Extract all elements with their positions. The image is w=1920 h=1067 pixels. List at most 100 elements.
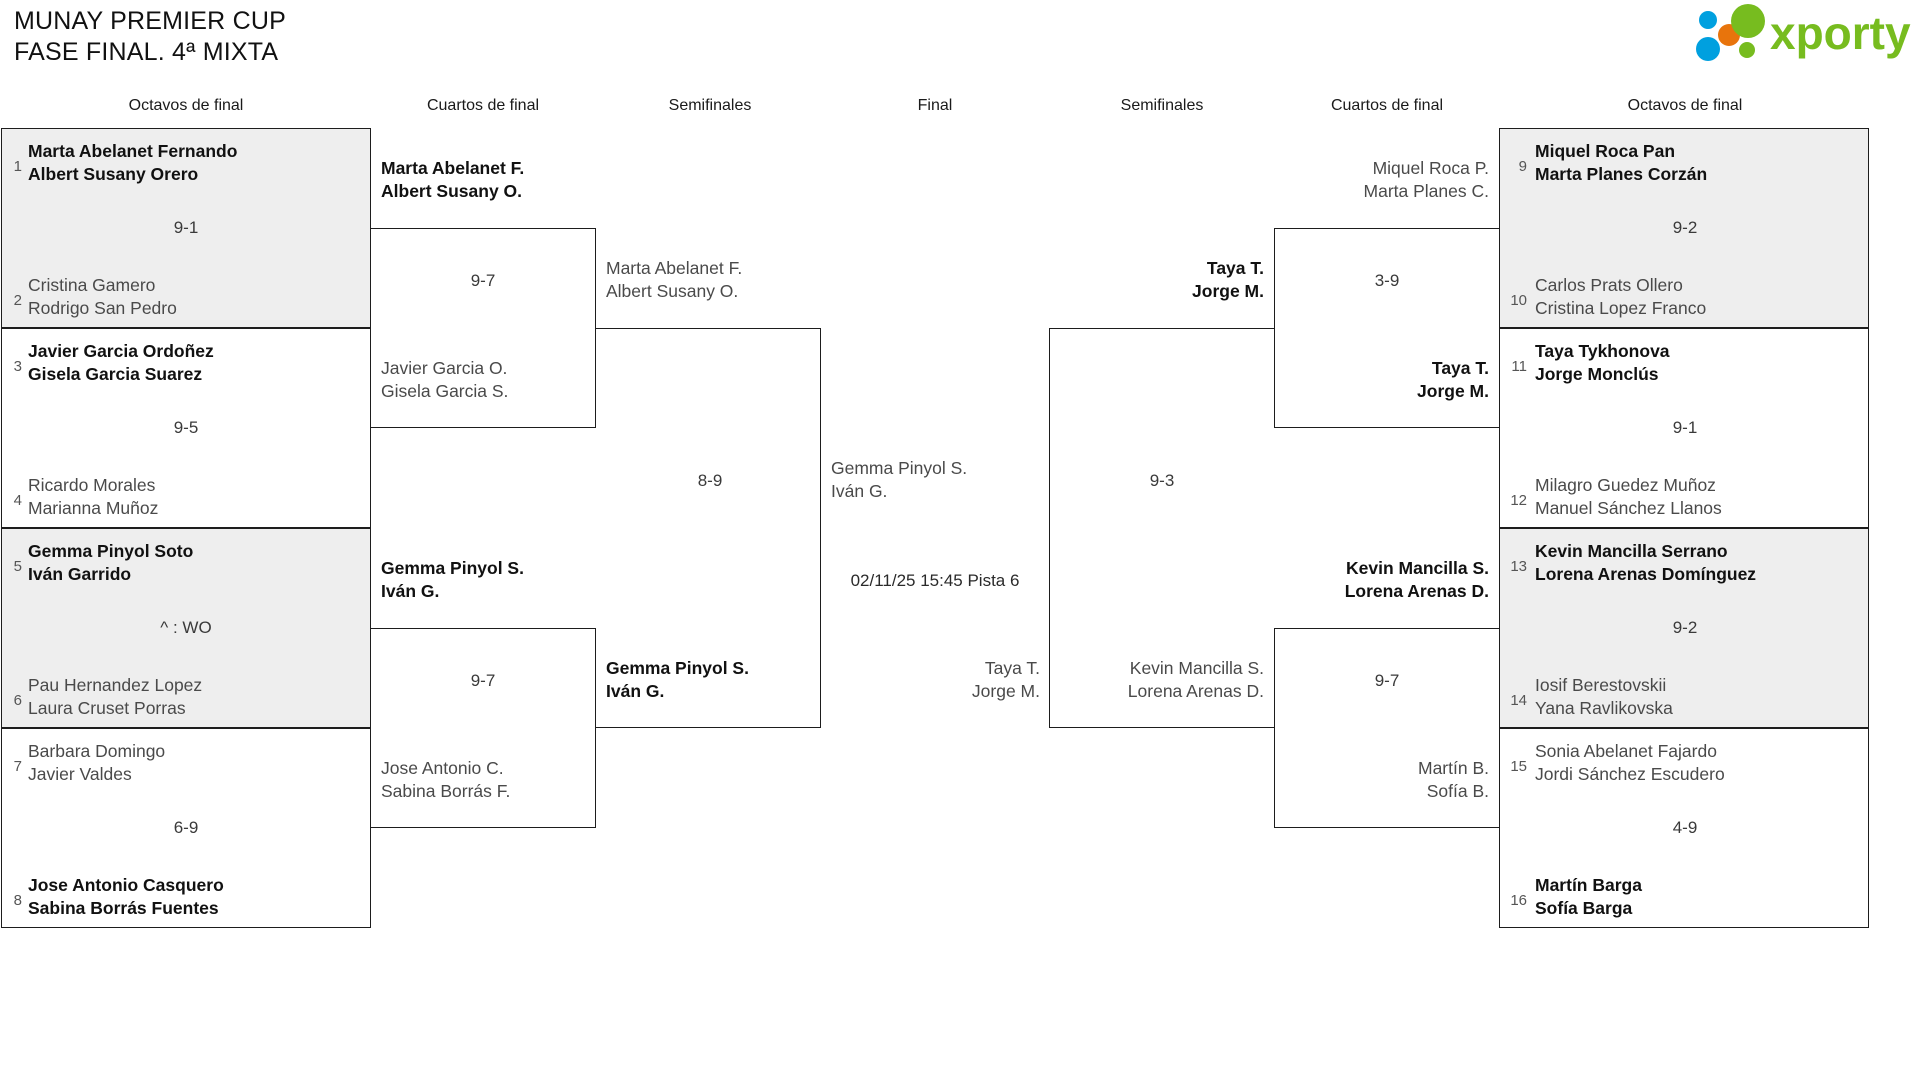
score-r-q1: 3-9: [1374, 271, 1400, 290]
team-player1: Gemma Pinyol S.: [381, 558, 524, 578]
xporty-logo: xporty: [1692, 4, 1912, 64]
xporty-logo-icon: xporty: [1696, 4, 1911, 61]
team-player2: Jorge Monclús: [1535, 364, 1659, 384]
round-header-cuartos-right: Cuartos de final: [1330, 97, 1444, 114]
match-box-l-o3[interactable]: [1, 528, 371, 728]
team-player1: Taya Tykhonova: [1535, 341, 1670, 361]
match-box-r-q1[interactable]: [1274, 228, 1499, 428]
match-box-r-o2[interactable]: [1499, 328, 1869, 528]
team-r-o2b: Milagro Guedez Muñoz Manuel Sánchez Llan…: [1535, 474, 1722, 520]
team-player1: Kevin Mancilla S.: [1129, 658, 1264, 678]
team-final-bottom: Taya T. Jorge M.: [840, 657, 1040, 703]
score-l-o2: 9-5: [173, 418, 199, 437]
team-player2: Gisela Garcia Suarez: [28, 364, 203, 384]
tournament-phase: FASE FINAL. 4ª MIXTA: [14, 38, 279, 66]
team-r-o1a: Miquel Roca Pan Marta Planes Corzán: [1535, 140, 1707, 186]
seed-number: 15: [1510, 758, 1527, 775]
team-player1: Martín B.: [1418, 758, 1489, 778]
team-player2: Albert Susany O.: [606, 281, 739, 301]
team-player2: Lorena Arenas Domínguez: [1535, 564, 1757, 584]
team-r-q1a: Miquel Roca P. Marta Planes C.: [1289, 157, 1489, 203]
seed-number: 10: [1510, 292, 1527, 309]
score-r-s1: 9-3: [1149, 471, 1175, 490]
logo-dot-blue-bottom: [1696, 37, 1720, 61]
team-player1: Gemma Pinyol S.: [831, 458, 968, 478]
team-l-q1a: Marta Abelanet F. Albert Susany O.: [381, 157, 524, 203]
match-box-r-s1[interactable]: [1049, 328, 1274, 728]
team-r-o1b: Carlos Prats Ollero Cristina Lopez Franc…: [1535, 274, 1706, 320]
team-player1: Marta Abelanet F.: [381, 158, 525, 178]
team-player1: Milagro Guedez Muñoz: [1535, 475, 1716, 495]
seed-number: 2: [13, 292, 22, 309]
team-player1: Martín Barga: [1535, 875, 1642, 895]
seed-number: 8: [13, 892, 22, 909]
team-player2: Marta Planes Corzán: [1535, 164, 1708, 184]
team-player2: Laura Cruset Porras: [28, 698, 186, 718]
round-header-octavos-left: Octavos de final: [128, 97, 244, 114]
team-r-q2a: Kevin Mancilla S. Lorena Arenas D.: [1289, 557, 1489, 603]
team-player2: Sabina Borrás F.: [381, 781, 511, 801]
seed-number: 16: [1510, 892, 1527, 909]
team-player1: Gemma Pinyol S.: [606, 658, 749, 678]
seed-number: 7: [13, 758, 22, 775]
team-l-o3b: Pau Hernandez Lopez Laura Cruset Porras: [28, 674, 202, 720]
match-box-l-o2[interactable]: [1, 328, 371, 528]
team-r-o3b: Iosif Berestovskii Yana Ravlikovska: [1535, 674, 1673, 720]
page-title: MUNAY PREMIER CUP FASE FINAL. 4ª MIXTA: [14, 6, 286, 68]
match-box-r-q2[interactable]: [1274, 628, 1499, 828]
team-player2: Gisela Garcia S.: [381, 381, 509, 401]
team-player1: Javier Garcia O.: [381, 358, 508, 378]
team-r-o2a: Taya Tykhonova Jorge Monclús: [1535, 340, 1670, 386]
team-r-s1b: Kevin Mancilla S. Lorena Arenas D.: [1064, 657, 1264, 703]
score-l-q1: 9-7: [470, 271, 496, 290]
team-player2: Yana Ravlikovska: [1535, 698, 1673, 718]
team-player1: Iosif Berestovskii: [1535, 675, 1667, 695]
score-r-o2: 9-1: [1672, 418, 1698, 437]
logo-wordmark: xporty: [1770, 7, 1911, 59]
team-r-o3a: Kevin Mancilla Serrano Lorena Arenas Dom…: [1535, 540, 1756, 586]
score-r-o4: 4-9: [1672, 818, 1698, 837]
team-r-o4b: Martín Barga Sofía Barga: [1535, 874, 1642, 920]
match-box-l-o4[interactable]: [1, 728, 371, 928]
team-player2: Cristina Lopez Franco: [1535, 298, 1707, 318]
score-r-o3: 9-2: [1672, 618, 1698, 637]
final-match-info: 02/11/25 15:45 Pista 6: [850, 571, 1020, 590]
seed-number: 9: [1518, 158, 1527, 175]
team-player1: Gemma Pinyol Soto: [28, 541, 194, 561]
team-player2: Jorge M.: [1192, 281, 1264, 301]
team-player1: Jose Antonio C.: [381, 758, 504, 778]
seed-number: 5: [13, 558, 22, 575]
round-header-semis-left: Semifinales: [668, 97, 752, 114]
team-final-top: Gemma Pinyol S. Iván G.: [831, 457, 967, 503]
team-l-q2b: Jose Antonio C. Sabina Borrás F.: [381, 757, 510, 803]
match-box-r-o1[interactable]: [1499, 128, 1869, 328]
score-r-q2: 9-7: [1374, 671, 1400, 690]
score-l-o1: 9-1: [173, 218, 199, 237]
round-header-semis-right: Semifinales: [1120, 97, 1204, 114]
match-box-l-q1[interactable]: [371, 228, 596, 428]
round-header-final: Final: [917, 97, 953, 114]
team-player1: Miquel Roca P.: [1372, 158, 1489, 178]
seed-number: 12: [1510, 492, 1527, 509]
round-header-cuartos-left: Cuartos de final: [426, 97, 540, 114]
team-player1: Marta Abelanet Fernando: [28, 141, 238, 161]
team-player1: Carlos Prats Ollero: [1535, 275, 1683, 295]
team-player2: Jorge M.: [1417, 381, 1489, 401]
team-r-o4a: Sonia Abelanet Fajardo Jordi Sánchez Esc…: [1535, 740, 1725, 786]
team-player2: Sofía Barga: [1535, 898, 1633, 918]
team-l-o2b: Ricardo Morales Marianna Muñoz: [28, 474, 158, 520]
match-box-l-o1[interactable]: [1, 128, 371, 328]
match-box-l-s1[interactable]: [596, 328, 821, 728]
team-player2: Sabina Borrás Fuentes: [28, 898, 219, 918]
match-box-l-q2[interactable]: [371, 628, 596, 828]
team-l-q1b: Javier Garcia O. Gisela Garcia S.: [381, 357, 508, 403]
team-player1: Pau Hernandez Lopez: [28, 675, 203, 695]
team-player1: Kevin Mancilla Serrano: [1535, 541, 1728, 561]
logo-dot-green-small: [1739, 42, 1755, 58]
team-r-s1a: Taya T. Jorge M.: [1064, 257, 1264, 303]
team-l-o4a: Barbara Domingo Javier Valdes: [28, 740, 165, 786]
team-player2: Albert Susany O.: [381, 181, 523, 201]
match-box-r-o4[interactable]: [1499, 728, 1869, 928]
match-box-r-o3[interactable]: [1499, 528, 1869, 728]
